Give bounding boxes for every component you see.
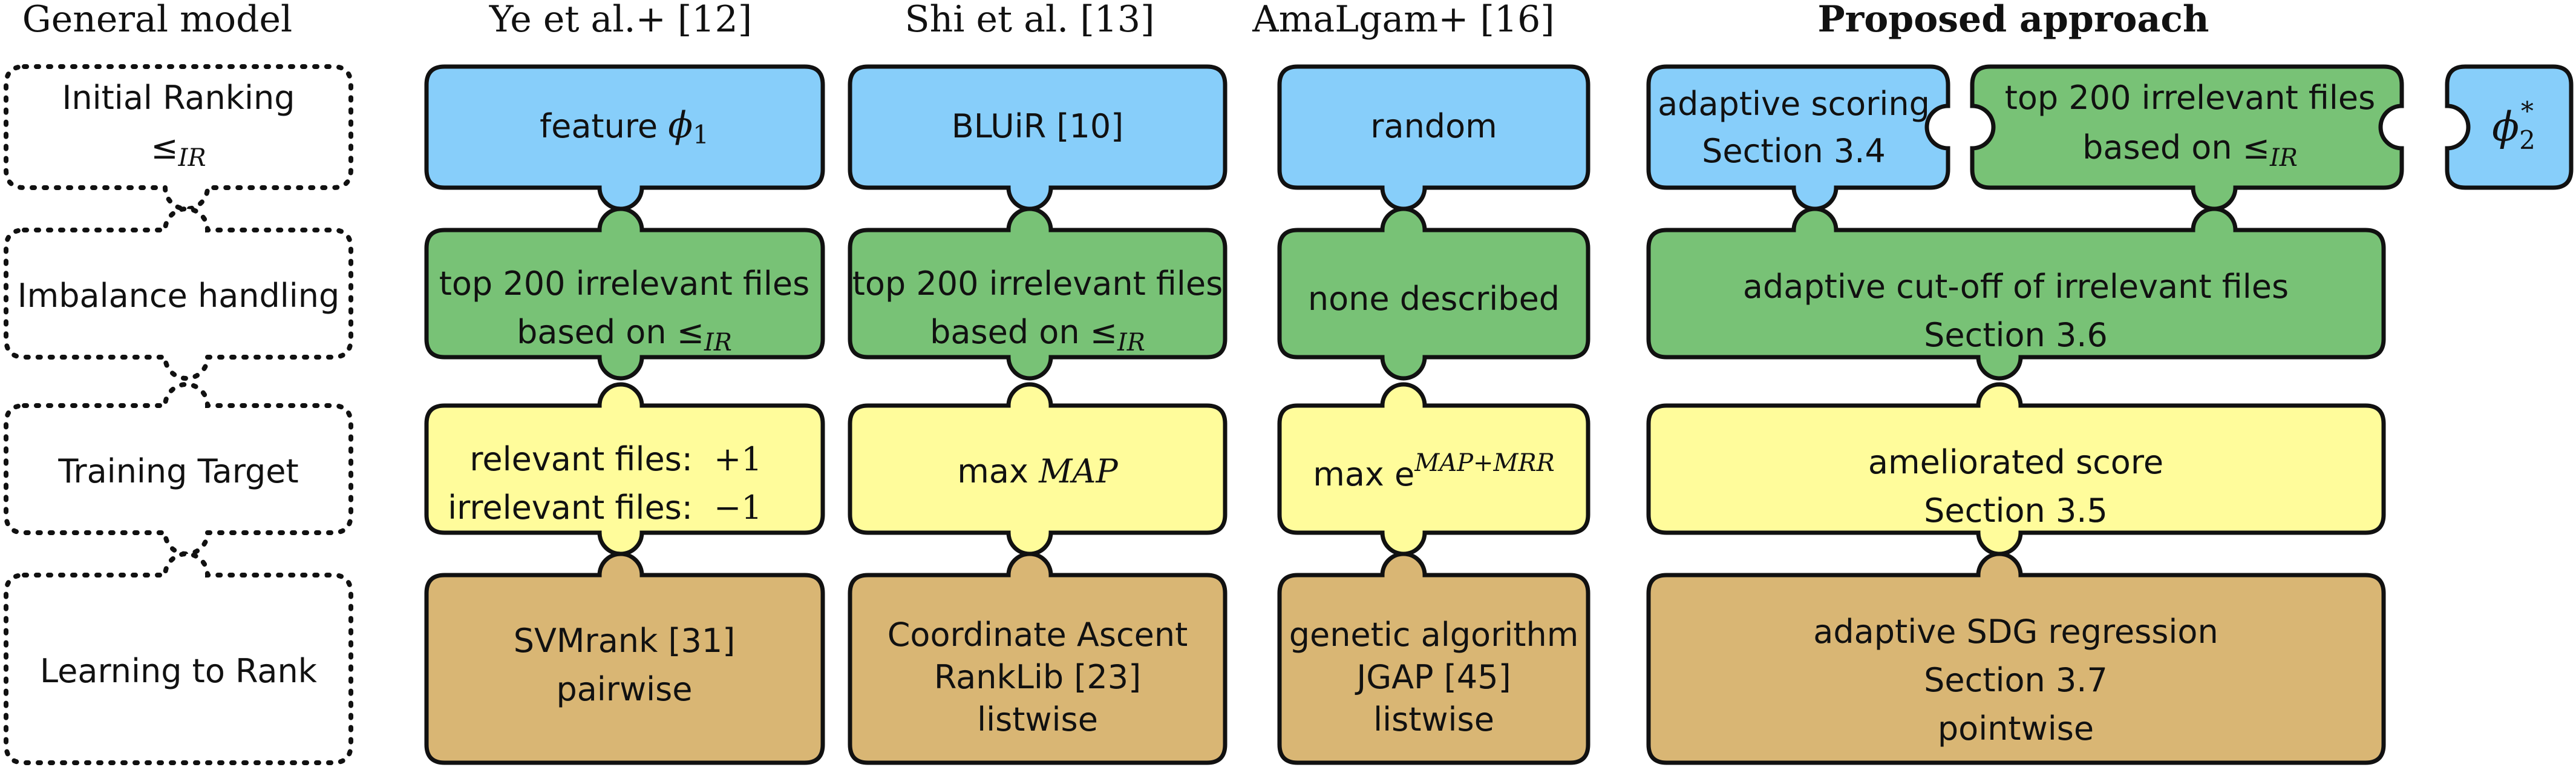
proposed-imbalance-piece [1646, 206, 2386, 381]
proposed-initial-scoring-piece [1646, 64, 1950, 211]
proposed-initial-feature-label: ϕ2* [2492, 96, 2535, 155]
ye-learning-line1: SVMrank [31] [514, 622, 736, 660]
amalgam-learning-line3: listwise [1373, 700, 1494, 739]
general-training-label: Training Target [57, 452, 298, 490]
header-general-model: General model [22, 0, 292, 41]
shi-learning-piece [848, 551, 1228, 765]
ye-learning-line2: pairwise [556, 670, 692, 708]
general-model-imbalance-piece [4, 206, 353, 381]
amalgam-imbalance-label: none described [1308, 280, 1560, 318]
general-model-learning-piece [4, 551, 353, 765]
amalgam-learning-line2: JGAP [45] [1355, 658, 1511, 696]
shi-training-label: max MAP [957, 452, 1119, 490]
proposed-training-line1: ameliorated score [1868, 443, 2163, 481]
column-headers: General model Ye et al.+ [12] Shi et al.… [22, 0, 2209, 41]
proposed-training-line2: Section 3.5 [1924, 492, 2108, 530]
header-ye: Ye et al.+ [12] [489, 0, 752, 41]
amalgam-imbalance-piece [1277, 206, 1590, 381]
general-model-training-piece [4, 382, 353, 556]
general-imbalance-label: Imbalance handling [18, 277, 340, 315]
amalgam-training-piece [1277, 382, 1590, 556]
proposed-learning-line3: pointwise [1938, 709, 2094, 748]
proposed-imbalance-line2: Section 3.6 [1924, 316, 2108, 354]
proposed-learning-line1: adaptive SDG regression [1813, 613, 2218, 651]
header-proposed: Proposed approach [1818, 0, 2209, 41]
general-learning-label: Learning to Rank [40, 652, 318, 690]
ye-training-irrelevant-label: irrelevant files: [448, 489, 693, 527]
proposed-training-piece [1646, 382, 2386, 556]
proposed-learning-line2: Section 3.7 [1924, 661, 2108, 699]
ye-training-relevant-label: relevant files: [469, 440, 693, 478]
shi-initial-label: BLUiR [10] [952, 107, 1124, 145]
ye-learning-piece [424, 551, 825, 765]
header-shi: Shi et al. [13] [905, 0, 1155, 41]
amalgam-initial-label: random [1370, 107, 1497, 145]
proposed-initial-scoring-line2: Section 3.4 [1702, 132, 1886, 170]
shi-imbalance-piece [848, 206, 1228, 381]
proposed-initial-irrelevant-line2: based on ≤IR [2082, 128, 2298, 172]
amalgam-learning-piece [1277, 551, 1590, 765]
shi-training-piece [848, 382, 1228, 556]
ye-imbalance-line2: based on ≤IR [517, 313, 732, 357]
general-initial-label: Initial Ranking [62, 79, 295, 117]
puzzle-pieces [424, 64, 2574, 765]
amalgam-training-label: max eMAP+MRR [1313, 449, 1555, 493]
piece-labels: Initial Ranking ≤IR Imbalance handling T… [18, 79, 2535, 748]
ye-training-relevant-value: +1 [714, 440, 762, 478]
ye-training-irrelevant-value: −1 [714, 489, 762, 527]
general-initial-symbol: ≤IR [151, 128, 206, 172]
proposed-initial-scoring-line1: adaptive scoring [1658, 85, 1930, 123]
ye-imbalance-piece [424, 206, 825, 381]
general-model-initial-piece [4, 64, 353, 211]
ye-imbalance-line1: top 200 irrelevant files [439, 265, 810, 303]
proposed-initial-irrelevant-line1: top 200 irrelevant files [2005, 79, 2376, 117]
shi-imbalance-line1: top 200 irrelevant files [852, 265, 1223, 303]
ye-initial-label: feature ϕ1 [540, 104, 709, 150]
shi-imbalance-line2: based on ≤IR [930, 313, 1145, 357]
amalgam-learning-line1: genetic algorithm [1289, 616, 1579, 654]
proposed-learning-piece [1646, 551, 2386, 765]
shi-learning-line2: RankLib [23] [934, 658, 1141, 696]
proposed-imbalance-line1: adaptive cut-off of irrelevant files [1743, 268, 2289, 306]
ye-training-piece [424, 382, 825, 556]
general-model-pieces [4, 64, 353, 765]
shi-learning-line1: Coordinate Ascent [888, 616, 1188, 654]
shi-learning-line3: listwise [977, 700, 1098, 739]
header-amalgam: AmaLgam+ [16] [1252, 0, 1554, 41]
proposed-initial-feature-piece [2445, 64, 2574, 190]
